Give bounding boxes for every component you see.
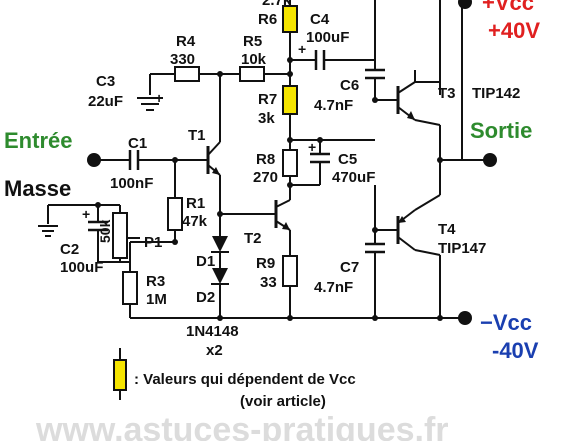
- t4-ref: T4: [438, 221, 456, 238]
- svg-text:+: +: [298, 41, 306, 57]
- r7-value: 3k: [258, 110, 275, 127]
- legend-swatch: [113, 359, 127, 391]
- resistor-r4: [174, 66, 200, 82]
- ground-symbol: [38, 97, 163, 237]
- r5-value: 10k: [241, 51, 267, 68]
- t2-ref: T2: [244, 230, 262, 247]
- c2-ref: C2: [60, 241, 79, 258]
- c4-value: 100uF: [306, 29, 349, 46]
- r1-ref: R1: [186, 195, 205, 212]
- input-label: Entrée: [4, 128, 72, 153]
- terminals: [87, 0, 497, 325]
- r5-ref: R5: [243, 33, 262, 50]
- negative-supply-terminal: [458, 311, 472, 325]
- r3-value: 1M: [146, 291, 167, 308]
- capacitor-plates: [88, 50, 385, 254]
- svg-text:+: +: [155, 90, 163, 106]
- c4-ref: C4: [310, 11, 330, 28]
- diodes-part: 1N4148: [186, 323, 239, 340]
- c6-ref: C6: [340, 77, 359, 94]
- r1-value: 47k: [182, 213, 208, 230]
- t3-ref: T3: [438, 85, 456, 102]
- p1-value: 50k: [97, 219, 113, 243]
- d1-ref: D1: [196, 253, 215, 270]
- r8-value: 270: [253, 169, 278, 186]
- vcc-neg-label: −Vcc: [480, 310, 532, 335]
- r6-value: 2.7k: [262, 0, 292, 9]
- junction-dots: [95, 57, 443, 321]
- vcc-neg-value: -40V: [492, 338, 539, 363]
- c3-ref: C3: [96, 73, 115, 90]
- r4-ref: R4: [176, 33, 196, 50]
- c1-value: 100nF: [110, 175, 153, 192]
- input-terminal: [87, 153, 101, 167]
- resistor-r8: [282, 149, 298, 177]
- resistor-r5: [239, 66, 265, 82]
- resistor-r3: [122, 271, 138, 305]
- output-terminal: [483, 153, 497, 167]
- resistor-bodies: [112, 66, 298, 305]
- resistor-r7: [282, 85, 298, 115]
- positive-supply-terminal: [458, 0, 472, 9]
- output-label: Sortie: [470, 118, 532, 143]
- resistor-r1: [167, 197, 183, 231]
- resistor-r9: [282, 255, 298, 287]
- c5-ref: C5: [338, 151, 357, 168]
- c1-ref: C1: [128, 135, 147, 152]
- polarity-marks: + + + +: [82, 41, 316, 222]
- r6-ref: R6: [258, 11, 277, 28]
- t1-ref: T1: [188, 127, 206, 144]
- d2-ref: D2: [196, 289, 215, 306]
- r3-ref: R3: [146, 273, 165, 290]
- vcc-pos-value: +40V: [488, 18, 540, 43]
- r7-ref: R7: [258, 91, 277, 108]
- t4-part: TIP147: [438, 240, 486, 257]
- vcc-pos-label: +Vcc: [482, 0, 534, 15]
- t3-part: TIP142: [472, 85, 520, 102]
- c7-ref: C7: [340, 259, 359, 276]
- r9-value: 33: [260, 274, 277, 291]
- svg-text:+: +: [308, 139, 316, 155]
- legend-note: (voir article): [240, 393, 326, 410]
- diode-d1: [212, 236, 228, 252]
- diodes: [211, 236, 229, 285]
- diode-d2: [212, 268, 228, 284]
- r9-ref: R9: [256, 255, 275, 272]
- svg-text:+: +: [82, 206, 90, 222]
- watermark-text: www.astuces-pratiques.fr: [35, 411, 449, 441]
- c3-value: 22uF: [88, 93, 123, 110]
- p1-ref: P1: [144, 234, 162, 251]
- resistor-r6: [282, 5, 298, 33]
- c5-value: 470uF: [332, 169, 375, 186]
- ground-label: Masse: [4, 176, 71, 201]
- potentiometer-p1: [112, 212, 128, 259]
- c2-value: 100uF: [60, 259, 103, 276]
- diodes-qty: x2: [206, 342, 223, 359]
- component-labels: 2.7k R6 C4 100uF R4 330 R5 10k C3 22uF R…: [60, 0, 520, 359]
- wires: [47, 0, 490, 319]
- r8-ref: R8: [256, 151, 275, 168]
- c7-value: 4.7nF: [314, 279, 353, 296]
- transistor-arrows: [212, 111, 415, 230]
- r4-value: 330: [170, 51, 195, 68]
- c6-value: 4.7nF: [314, 97, 353, 114]
- legend-text: : Valeurs qui dépendent de Vcc: [134, 371, 356, 388]
